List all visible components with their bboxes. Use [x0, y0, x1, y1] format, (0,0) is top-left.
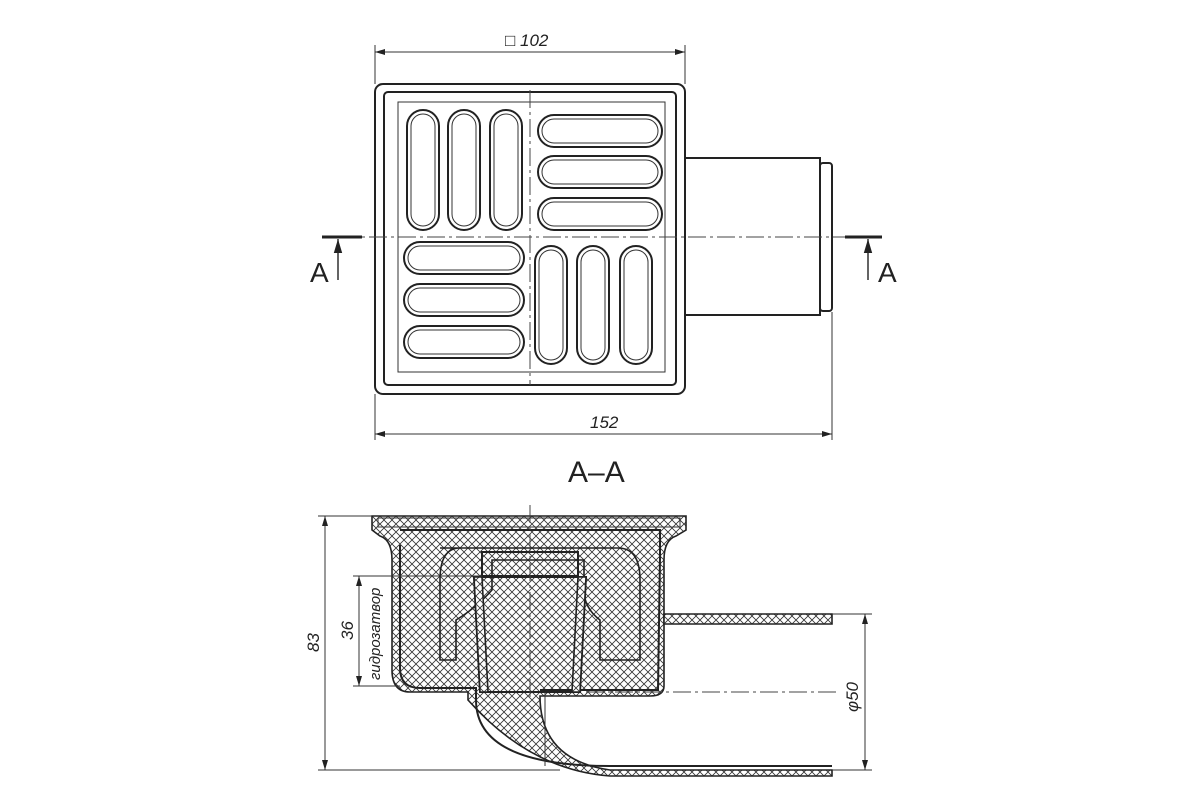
grate-slot: [403, 325, 525, 359]
grate-slot: [407, 287, 521, 313]
grate-slot: [580, 249, 606, 361]
grate-slot: [407, 329, 521, 355]
grate-slot: [541, 118, 659, 144]
dimension-102: □ 102: [374, 31, 686, 84]
grate-slot: [410, 113, 436, 227]
section-label-left: A: [310, 257, 329, 288]
grate-slot: [537, 197, 663, 231]
dimension-36-label: 36: [338, 621, 357, 640]
dimension-152-label: 152: [590, 413, 619, 432]
dimension-phi50: φ50: [832, 613, 872, 771]
section-mark-left: A: [310, 235, 362, 288]
grate-slots: [403, 109, 663, 365]
grate-slot: [451, 113, 477, 227]
section-view: 83 36 гидрозатвор φ50: [304, 505, 872, 777]
section-mark-right: A: [845, 235, 897, 288]
grate-slot: [541, 159, 659, 185]
dimension-36: 36 гидрозатвор: [338, 575, 482, 687]
section-label-right: A: [878, 257, 897, 288]
top-view: A A □ 102 152: [310, 31, 897, 440]
grate-slot: [538, 249, 564, 361]
grate-slot: [534, 245, 568, 365]
grate-slot: [537, 155, 663, 189]
grate-slot: [576, 245, 610, 365]
dimension-83: 83: [304, 515, 560, 771]
grate-slot: [541, 201, 659, 227]
grate-slot: [623, 249, 649, 361]
grate-slot: [489, 109, 523, 231]
grate-slot: [403, 283, 525, 317]
grate-slot: [537, 114, 663, 148]
grate-slot: [406, 109, 440, 231]
grate-slot: [493, 113, 519, 227]
grate-slot: [407, 245, 521, 271]
seal-label: гидрозатвор: [367, 588, 384, 680]
grate-slot: [403, 241, 525, 275]
dimension-102-label: □ 102: [505, 31, 549, 50]
grate-slot: [447, 109, 481, 231]
dimension-83-label: 83: [304, 633, 323, 652]
grate-slot: [619, 245, 653, 365]
dimension-phi50-label: φ50: [843, 681, 862, 712]
section-title: A–A: [568, 456, 625, 489]
dimension-152: 152: [374, 312, 833, 440]
